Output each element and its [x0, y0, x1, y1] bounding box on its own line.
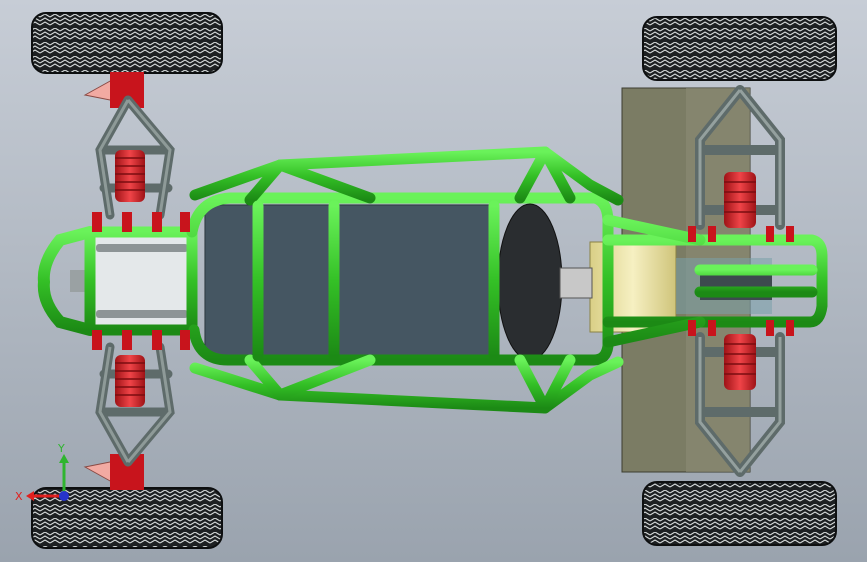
triad-x-label: X: [15, 490, 23, 503]
chassis-frame: [84, 146, 828, 414]
rear-left-tire: [642, 16, 837, 81]
front-nose-frame: [37, 226, 197, 336]
front-left-tire: [31, 12, 223, 74]
floor-panels: [204, 204, 496, 356]
driver-seat: [497, 203, 563, 361]
triad-y-label: Y: [57, 442, 65, 455]
mount-brackets: [92, 212, 794, 350]
front-left-suspension: [83, 72, 175, 220]
rear-right-suspension: [695, 332, 785, 477]
rear-right-tire: [642, 481, 837, 546]
front-right-suspension: [83, 342, 175, 490]
triad-x-arrow: [26, 491, 34, 501]
triad-z-axis: [59, 491, 69, 501]
reference-triad: X Y: [15, 442, 69, 503]
rear-left-suspension: [695, 85, 785, 230]
triad-y-arrow: [59, 454, 69, 463]
